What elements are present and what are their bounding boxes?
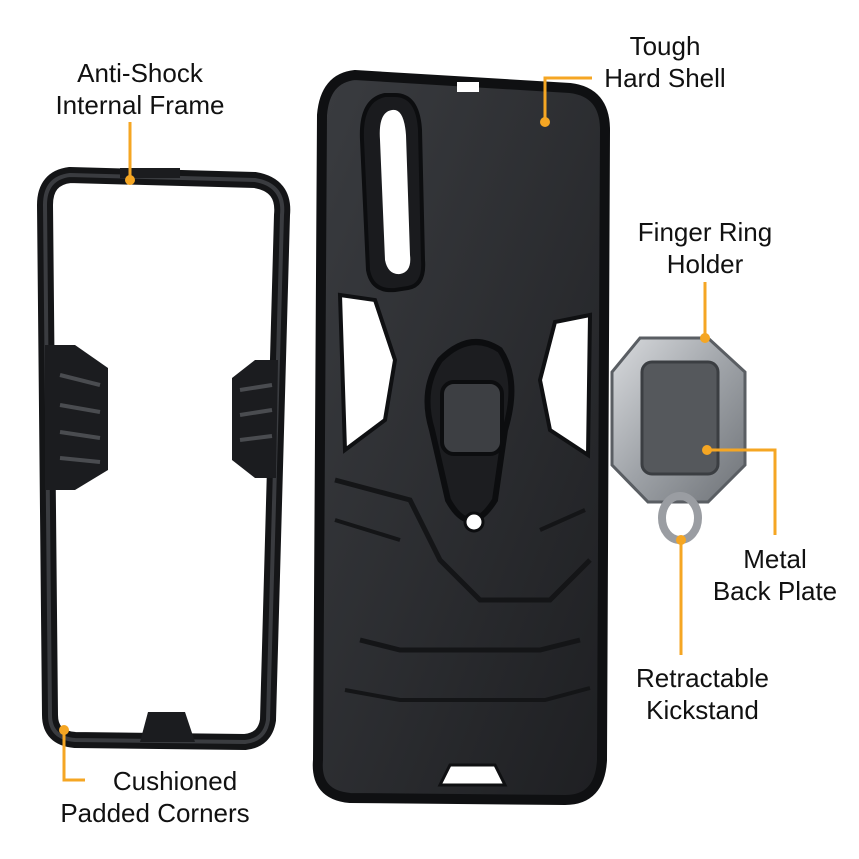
marker-finger-ring [700,333,710,343]
marker-metal-plate [702,445,712,455]
label-kickstand: Retractable Kickstand [615,662,790,726]
leader-metal-plate [707,448,777,535]
label-anti-shock-line1: Anti-Shock [77,58,203,88]
marker-hard-shell [540,117,550,127]
leader-hard-shell [543,76,592,120]
finger-ring-holder [610,336,747,544]
internal-frame [36,166,291,751]
label-anti-shock-frame: Anti-Shock Internal Frame [40,57,240,121]
label-corners-line1: Cushioned [112,766,238,796]
label-hard-shell: Tough Hard Shell [590,30,740,94]
label-corners-line2: Padded Corners [60,798,250,828]
label-anti-shock-line2: Internal Frame [55,90,225,120]
marker-anti-shock [125,175,135,185]
hard-shell [312,69,611,806]
label-metal-plate-line1: Metal [743,544,807,574]
label-metal-back-plate: Metal Back Plate [700,543,850,607]
label-metal-plate-line2: Back Plate [712,576,838,606]
marker-kickstand [676,535,686,545]
label-finger-ring-line1: Finger Ring [637,217,773,247]
leader-corners [62,732,85,782]
marker-corners [59,725,69,735]
label-finger-ring-line2: Holder [666,249,744,279]
label-finger-ring-holder: Finger Ring Holder [620,216,790,280]
label-hard-shell-line1: Tough [629,31,701,61]
label-kickstand-line2: Kickstand [646,695,759,725]
label-kickstand-line1: Retractable [636,663,769,693]
label-padded-corners: Cushioned Padded Corners [40,765,270,829]
label-hard-shell-line2: Hard Shell [604,63,726,93]
